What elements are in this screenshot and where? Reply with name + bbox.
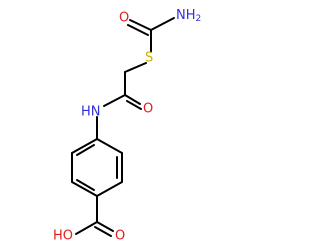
atom-carbamoyl-o-label: O <box>119 11 129 26</box>
bond-amide-c-o-1 <box>124 94 141 105</box>
ring-bond-6 <box>71 138 98 154</box>
ring-bond-4 <box>71 181 98 197</box>
bond-acid-c-oh <box>75 221 98 235</box>
atom-s-label: S <box>145 51 153 66</box>
bond-acid-c-o-2 <box>94 226 112 237</box>
atom-nh-label: HN <box>81 105 101 120</box>
bond-amide-c-o-2 <box>126 100 142 110</box>
ring-bond-1 <box>96 138 123 154</box>
bond-s-ch2 <box>124 62 147 73</box>
ring-double-bond-2 <box>76 179 95 191</box>
structure-diagram: NH2 O S O HN HO O <box>53 8 201 244</box>
bond-carbamoyl-c-n <box>150 17 175 31</box>
bond-carbamoyl-c-o-2 <box>127 24 149 36</box>
ring-double-bond-3 <box>76 144 95 156</box>
ring-bond-3 <box>96 181 123 197</box>
bond-acid-c-o-1 <box>96 221 114 232</box>
atom-amide-o-label: O <box>143 102 153 117</box>
bond-amide-c-n <box>103 94 126 107</box>
atom-nh2-label: NH2 <box>176 8 201 25</box>
bond-carbamoyl-c-o-1 <box>129 19 152 31</box>
atom-oh-label: HO <box>53 229 73 244</box>
atom-acid-o-label: O <box>115 229 125 244</box>
